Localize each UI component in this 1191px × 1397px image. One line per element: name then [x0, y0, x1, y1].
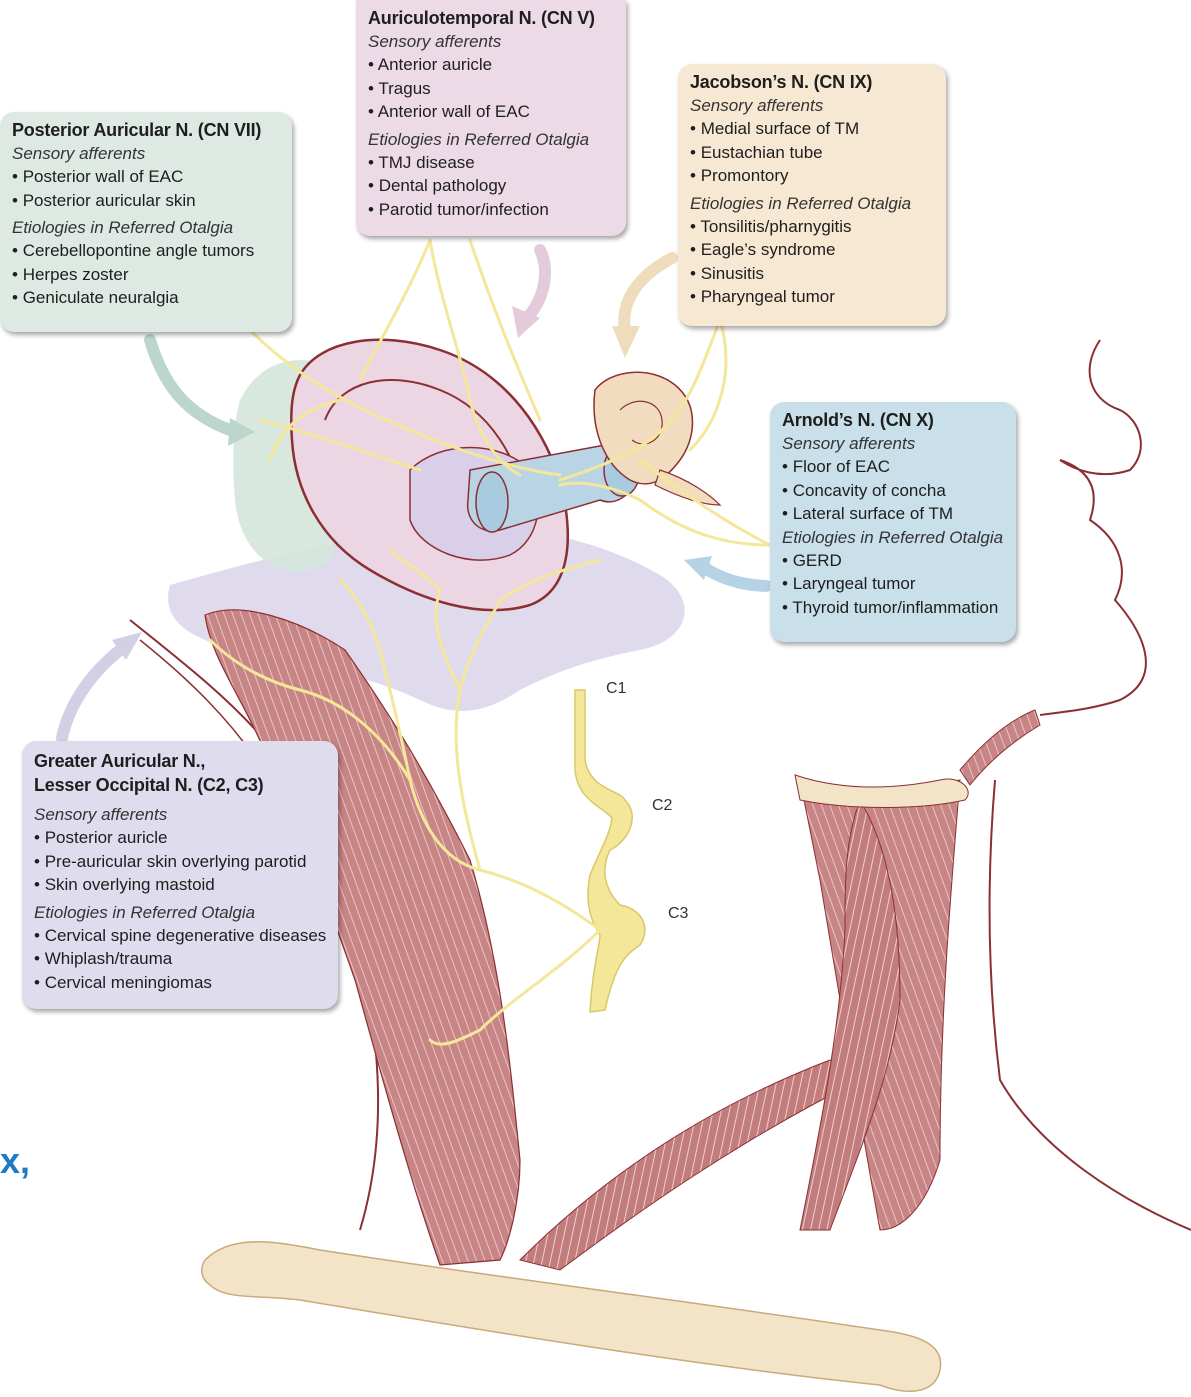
list-item: Sinusitis	[690, 262, 936, 286]
c2-label: C2	[652, 797, 672, 815]
list-item: Whiplash/trauma	[34, 947, 328, 971]
arnold-etiologies-list: GERD Laryngeal tumor Thyroid tumor/infla…	[782, 549, 1006, 620]
jacobson-nerve-box: Jacobson’s N. (CN IX) Sensory afferents …	[678, 64, 946, 326]
face-outline	[1040, 340, 1146, 715]
greater-afferents-heading: Sensory afferents	[34, 803, 328, 826]
spinal-nerve-c1-c3	[575, 690, 645, 1012]
auriculotemporal-afferents-list: Anterior auricle Tragus Anterior wall of…	[368, 53, 616, 124]
posterior-afferents-list: Posterior wall of EAC Posterior auricula…	[12, 165, 282, 212]
list-item: Cervical meningiomas	[34, 971, 328, 995]
list-item: Floor of EAC	[782, 455, 1006, 479]
omohyoid-muscle	[520, 1060, 860, 1270]
list-item: Posterior auricle	[34, 826, 328, 850]
arnold-nerve-box: Arnold’s N. (CN X) Sensory afferents Flo…	[770, 402, 1016, 642]
posterior-etiologies-heading: Etiologies in Referred Otalgia	[12, 216, 282, 239]
greater-auricular-title-line2: Lesser Occipital N. (C2, C3)	[34, 773, 328, 797]
clavicle	[202, 1242, 941, 1391]
list-item: GERD	[782, 549, 1006, 573]
posterior-auricular-nerve-box: Posterior Auricular N. (CN VII) Sensory …	[0, 112, 292, 332]
list-item: Tonsilitis/pharnygitis	[690, 215, 936, 239]
arrow-jacobson	[624, 258, 672, 330]
greater-auricular-nerve-box: Greater Auricular N., Lesser Occipital N…	[22, 741, 338, 1009]
jacobson-afferents-heading: Sensory afferents	[690, 94, 936, 117]
list-item: Cervical spine degenerative diseases	[34, 924, 328, 948]
arrow-jacobson-head	[612, 326, 640, 358]
list-item: TMJ disease	[368, 151, 616, 175]
arnold-etiologies-heading: Etiologies in Referred Otalgia	[782, 526, 1006, 549]
posterior-auricular-title: Posterior Auricular N. (CN VII)	[12, 118, 282, 142]
list-item: Tragus	[368, 77, 616, 101]
canal-opening	[476, 472, 508, 532]
list-item: Pharyngeal tumor	[690, 285, 936, 309]
list-item: Eustachian tube	[690, 141, 936, 165]
hyoid	[795, 775, 968, 808]
neck-front-outline	[990, 780, 1191, 1230]
greater-auricular-title-line1: Greater Auricular N.,	[34, 749, 328, 773]
c3-label: C3	[668, 905, 688, 923]
list-item: Geniculate neuralgia	[12, 286, 282, 310]
clipped-text-fragment: x,	[0, 1140, 30, 1182]
list-item: Eagle’s syndrome	[690, 238, 936, 262]
list-item: Anterior wall of EAC	[368, 100, 616, 124]
list-item: Posterior wall of EAC	[12, 165, 282, 189]
list-item: Pre-auricular skin overlying parotid	[34, 850, 328, 874]
arrow-posterior	[150, 340, 230, 430]
greater-etiologies-heading: Etiologies in Referred Otalgia	[34, 901, 328, 924]
list-item: Thyroid tumor/inflammation	[782, 596, 1006, 620]
list-item: Lateral surface of TM	[782, 502, 1006, 526]
list-item: Concavity of concha	[782, 479, 1006, 503]
arnold-afferents-list: Floor of EAC Concavity of concha Lateral…	[782, 455, 1006, 526]
list-item: Herpes zoster	[12, 263, 282, 287]
jacobson-afferents-list: Medial surface of TM Eustachian tube Pro…	[690, 117, 936, 188]
posterior-afferents-heading: Sensory afferents	[12, 142, 282, 165]
auriculotemporal-title: Auriculotemporal N. (CN V)	[368, 6, 616, 30]
digastric	[960, 710, 1040, 785]
list-item: Dental pathology	[368, 174, 616, 198]
arrow-auriculo	[525, 250, 545, 320]
auriculotemporal-afferents-heading: Sensory afferents	[368, 30, 616, 53]
greater-etiologies-list: Cervical spine degenerative diseases Whi…	[34, 924, 328, 995]
greater-afferents-list: Posterior auricle Pre-auricular skin ove…	[34, 826, 328, 897]
arrow-arnold	[705, 568, 766, 586]
posterior-etiologies-list: Cerebellopontine angle tumors Herpes zos…	[12, 239, 282, 310]
arrow-greater	[62, 650, 120, 738]
list-item: Cerebellopontine angle tumors	[12, 239, 282, 263]
list-item: Posterior auricular skin	[12, 189, 282, 213]
list-item: Anterior auricle	[368, 53, 616, 77]
c1-label: C1	[606, 680, 626, 698]
jacobson-etiologies-heading: Etiologies in Referred Otalgia	[690, 192, 936, 215]
list-item: Promontory	[690, 164, 936, 188]
arnold-afferents-heading: Sensory afferents	[782, 432, 1006, 455]
jacobson-etiologies-list: Tonsilitis/pharnygitis Eagle’s syndrome …	[690, 215, 936, 309]
arnold-title: Arnold’s N. (CN X)	[782, 408, 1006, 432]
list-item: Skin overlying mastoid	[34, 873, 328, 897]
auriculotemporal-nerve-box: Auriculotemporal N. (CN V) Sensory affer…	[356, 0, 626, 236]
auriculotemporal-etiologies-heading: Etiologies in Referred Otalgia	[368, 128, 616, 151]
list-item: Medial surface of TM	[690, 117, 936, 141]
styloid	[655, 470, 720, 505]
jacobson-title: Jacobson’s N. (CN IX)	[690, 70, 936, 94]
list-item: Parotid tumor/infection	[368, 198, 616, 222]
list-item: Laryngeal tumor	[782, 572, 1006, 596]
auriculotemporal-etiologies-list: TMJ disease Dental pathology Parotid tum…	[368, 151, 616, 222]
